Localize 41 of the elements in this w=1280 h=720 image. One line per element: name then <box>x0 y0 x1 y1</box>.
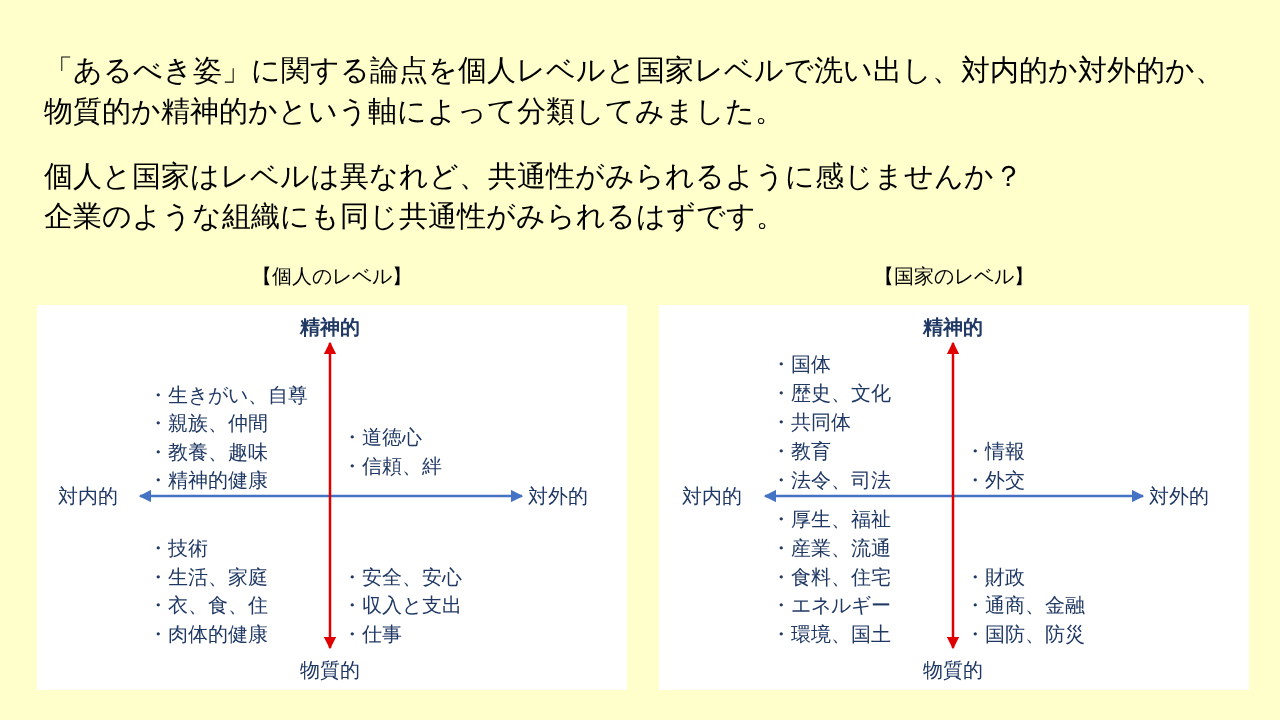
list-item: ・仕事 <box>342 622 402 646</box>
list-item: ・技術 <box>148 536 208 560</box>
list-item: ・教養、趣味 <box>148 440 268 464</box>
list-item: ・法令、司法 <box>771 468 891 492</box>
list-item: ・財政 <box>965 565 1025 589</box>
list-item: ・歴史、文化 <box>771 381 891 405</box>
list-item: ・安全、安心 <box>342 565 462 589</box>
list-item: ・エネルギー <box>771 593 891 617</box>
list-item: ・国体 <box>771 352 831 376</box>
axis-label: 対外的 <box>528 484 588 508</box>
list-item: ・生活、家庭 <box>148 565 268 589</box>
list-item: ・道徳心 <box>342 425 422 449</box>
list-item: ・外交 <box>965 468 1025 492</box>
axis-label: 精神的 <box>300 315 360 339</box>
list-item: ・情報 <box>965 439 1025 463</box>
intro-text: 個人と国家はレベルは異なれど、共通性がみられるように感じませんか？ <box>44 159 1024 194</box>
list-item: ・信頼、絆 <box>342 454 442 478</box>
list-item: ・衣、食、住 <box>148 593 268 617</box>
list-item: ・食料、住宅 <box>771 565 891 589</box>
list-item: ・産業、流通 <box>771 536 891 560</box>
list-item: ・精神的健康 <box>148 468 268 492</box>
intro-text: 企業のような組織にも同じ共通性がみられるはずです。 <box>44 199 786 234</box>
list-item: ・共同体 <box>771 410 851 434</box>
axis-label: 物質的 <box>923 658 983 682</box>
panel-heading: 【国家のレベル】 <box>873 264 1035 289</box>
list-item: ・生きがい、自尊 <box>148 383 308 407</box>
axis-label: 対外的 <box>1149 484 1209 508</box>
axis-label: 対内的 <box>682 484 742 508</box>
list-item: ・通商、金融 <box>965 593 1085 617</box>
intro-text: 「あるべき姿」に関する論点を個人レベルと国家レベルで洗い出し、対内的か対外的か、物質的か精神的かという軸によって分類してみました。 <box>44 53 1225 129</box>
axis-label: 物質的 <box>300 658 360 682</box>
axis-label: 精神的 <box>923 315 983 339</box>
list-item: ・国防、防災 <box>965 622 1085 646</box>
list-item: ・厚生、福祉 <box>771 507 891 531</box>
list-item: ・肉体的健康 <box>148 622 268 646</box>
list-item: ・収入と支出 <box>342 593 462 617</box>
axis-label: 対内的 <box>58 484 118 508</box>
panel-heading: 【個人のレベル】 <box>251 264 413 289</box>
list-item: ・親族、仲間 <box>148 411 268 435</box>
list-item: ・教育 <box>771 439 831 463</box>
list-item: ・環境、国土 <box>771 622 891 646</box>
